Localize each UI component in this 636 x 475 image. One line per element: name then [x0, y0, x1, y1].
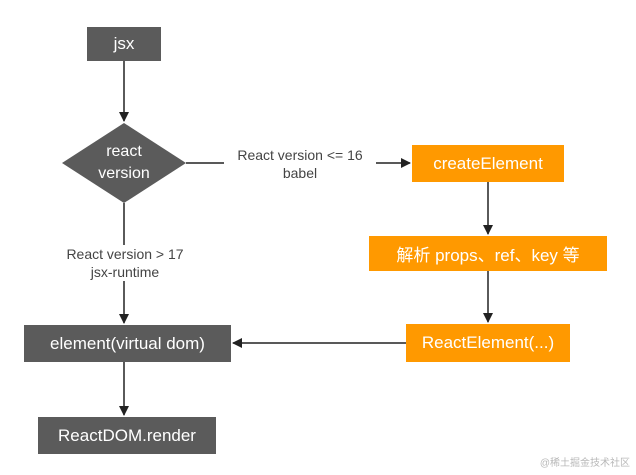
node-virtual-dom: element(virtual dom): [24, 325, 231, 362]
node-reactdom-render: ReactDOM.render: [38, 417, 216, 454]
node-parse-props-label: 解析 props、ref、key 等: [396, 246, 580, 265]
watermark: @稀土掘金技术社区: [539, 458, 630, 469]
edge-label-runtime-line1: React version > 17: [66, 246, 184, 262]
edge-label-legacy-line1: React version <= 16: [237, 147, 363, 163]
node-react-element: ReactElement(...): [406, 324, 570, 362]
node-parse-props: 解析 props、ref、key 等: [369, 236, 607, 271]
edge-label-legacy-line2: babel: [282, 165, 318, 181]
edge-label-runtime: React version > 17 jsx-runtime: [54, 245, 196, 281]
edge-label-runtime-line2: jsx-runtime: [90, 264, 160, 280]
node-jsx: jsx: [87, 27, 161, 61]
node-react-element-label: ReactElement(...): [421, 333, 555, 352]
decision-label-line2: version: [98, 165, 150, 182]
node-jsx-label: jsx: [113, 34, 135, 53]
decision-label: react version: [74, 141, 174, 185]
node-create-element: createElement: [412, 145, 564, 182]
decision-diamond: [62, 123, 186, 203]
node-reactdom-render-label: ReactDOM.render: [58, 425, 196, 445]
node-create-element-label: createElement: [433, 153, 543, 173]
node-virtual-dom-label: element(virtual dom): [50, 333, 205, 353]
edge-label-legacy: React version <= 16 babel: [224, 146, 376, 182]
decision-label-line1: react: [106, 143, 142, 160]
